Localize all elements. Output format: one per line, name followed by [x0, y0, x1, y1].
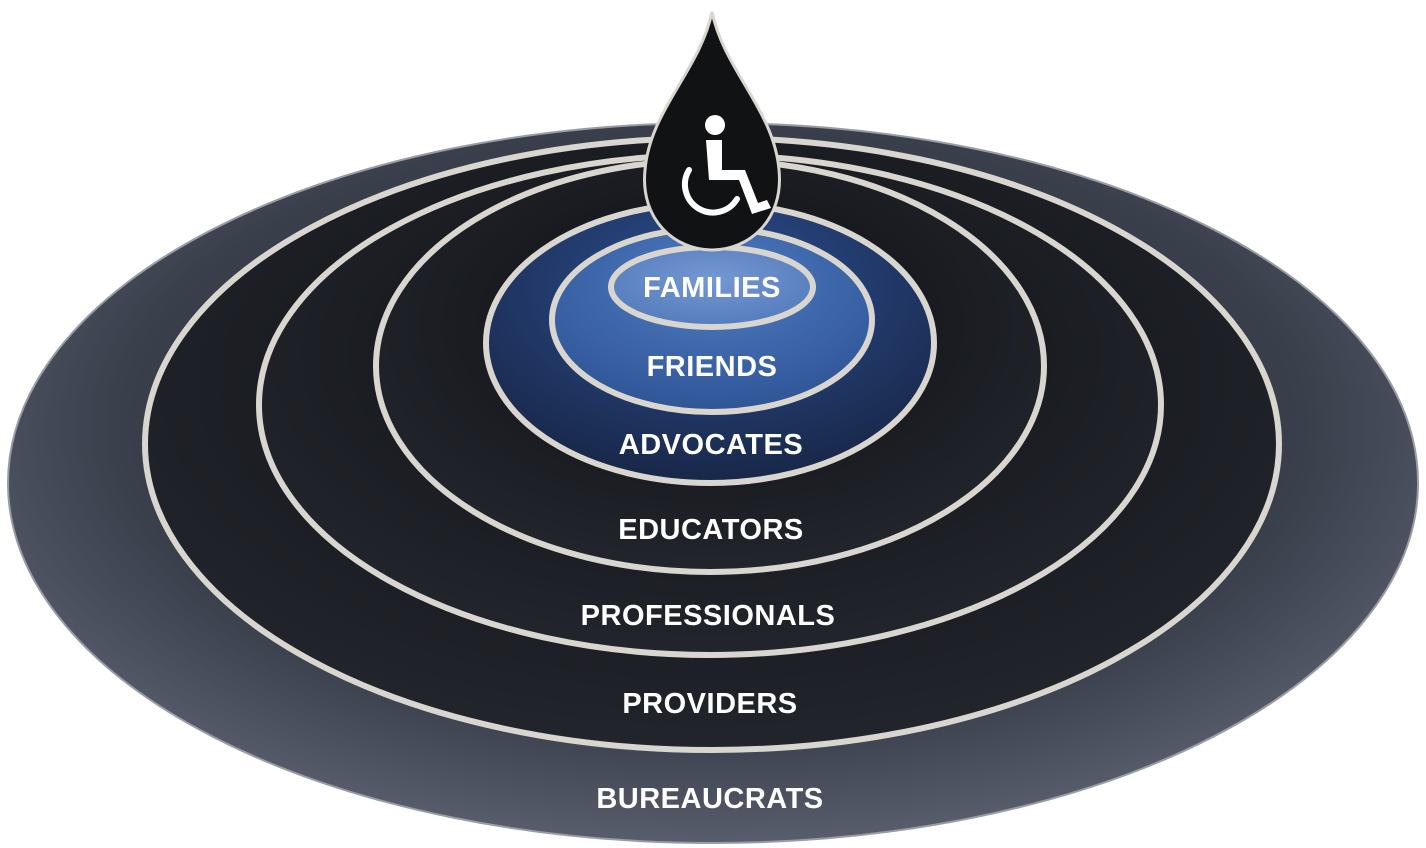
- label-bureaucrats: BUREAUCRATS: [596, 783, 823, 815]
- label-providers: PROVIDERS: [622, 688, 797, 720]
- label-advocates: ADVOCATES: [619, 429, 803, 461]
- label-educators: EDUCATORS: [618, 514, 804, 546]
- label-families: FAMILIES: [643, 272, 781, 304]
- label-friends: FRIENDS: [647, 351, 778, 383]
- label-professionals: PROFESSIONALS: [581, 600, 836, 632]
- wheelchair-icon: [682, 115, 771, 216]
